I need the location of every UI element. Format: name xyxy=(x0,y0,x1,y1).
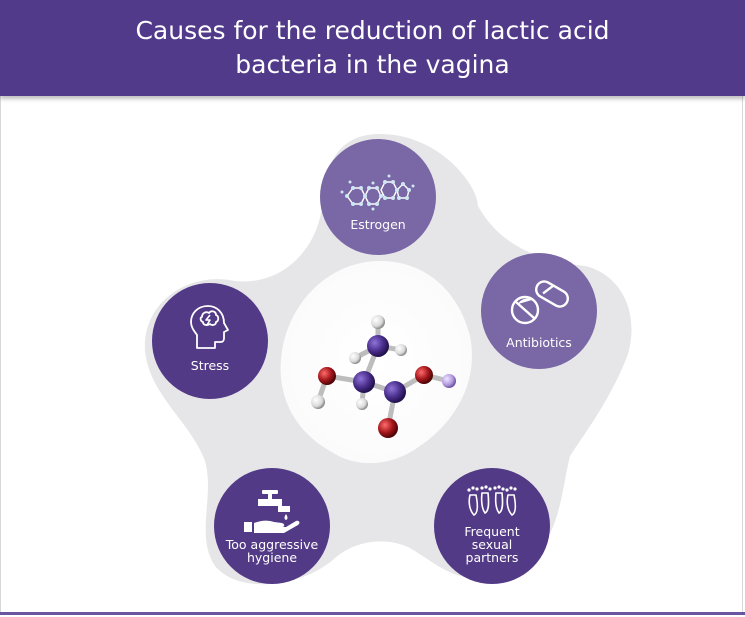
bottom-border xyxy=(0,612,745,615)
page-title: Causes for the reduction of lactic acid … xyxy=(135,16,610,79)
node-hygiene: Too aggressive hygiene xyxy=(214,468,330,584)
node-label-stress: Stress xyxy=(190,357,230,373)
diagram: Estrogen Antibiotics Stress xyxy=(0,96,745,617)
node-stress: Stress xyxy=(152,283,268,399)
pills-icon xyxy=(510,279,569,324)
node-label-estrogen: Estrogen xyxy=(350,216,406,232)
node-estrogen: Estrogen xyxy=(320,139,436,255)
lactic-acid-molecule-icon xyxy=(311,315,456,438)
node-label-antibiotics: Antibiotics xyxy=(506,334,572,350)
hand-faucet-icon xyxy=(244,490,300,533)
node-label-partners: Frequent sexual partners xyxy=(464,523,520,565)
node-antibiotics: Antibiotics xyxy=(481,253,597,369)
footprints-icon xyxy=(467,484,517,516)
molecule-chain-icon xyxy=(340,174,415,210)
header-banner: Causes for the reduction of lactic acid … xyxy=(0,0,745,96)
node-label-hygiene: Too aggressive hygiene xyxy=(225,537,319,565)
node-partners: Frequent sexual partners xyxy=(434,468,550,584)
head-lightning-icon xyxy=(190,304,229,349)
